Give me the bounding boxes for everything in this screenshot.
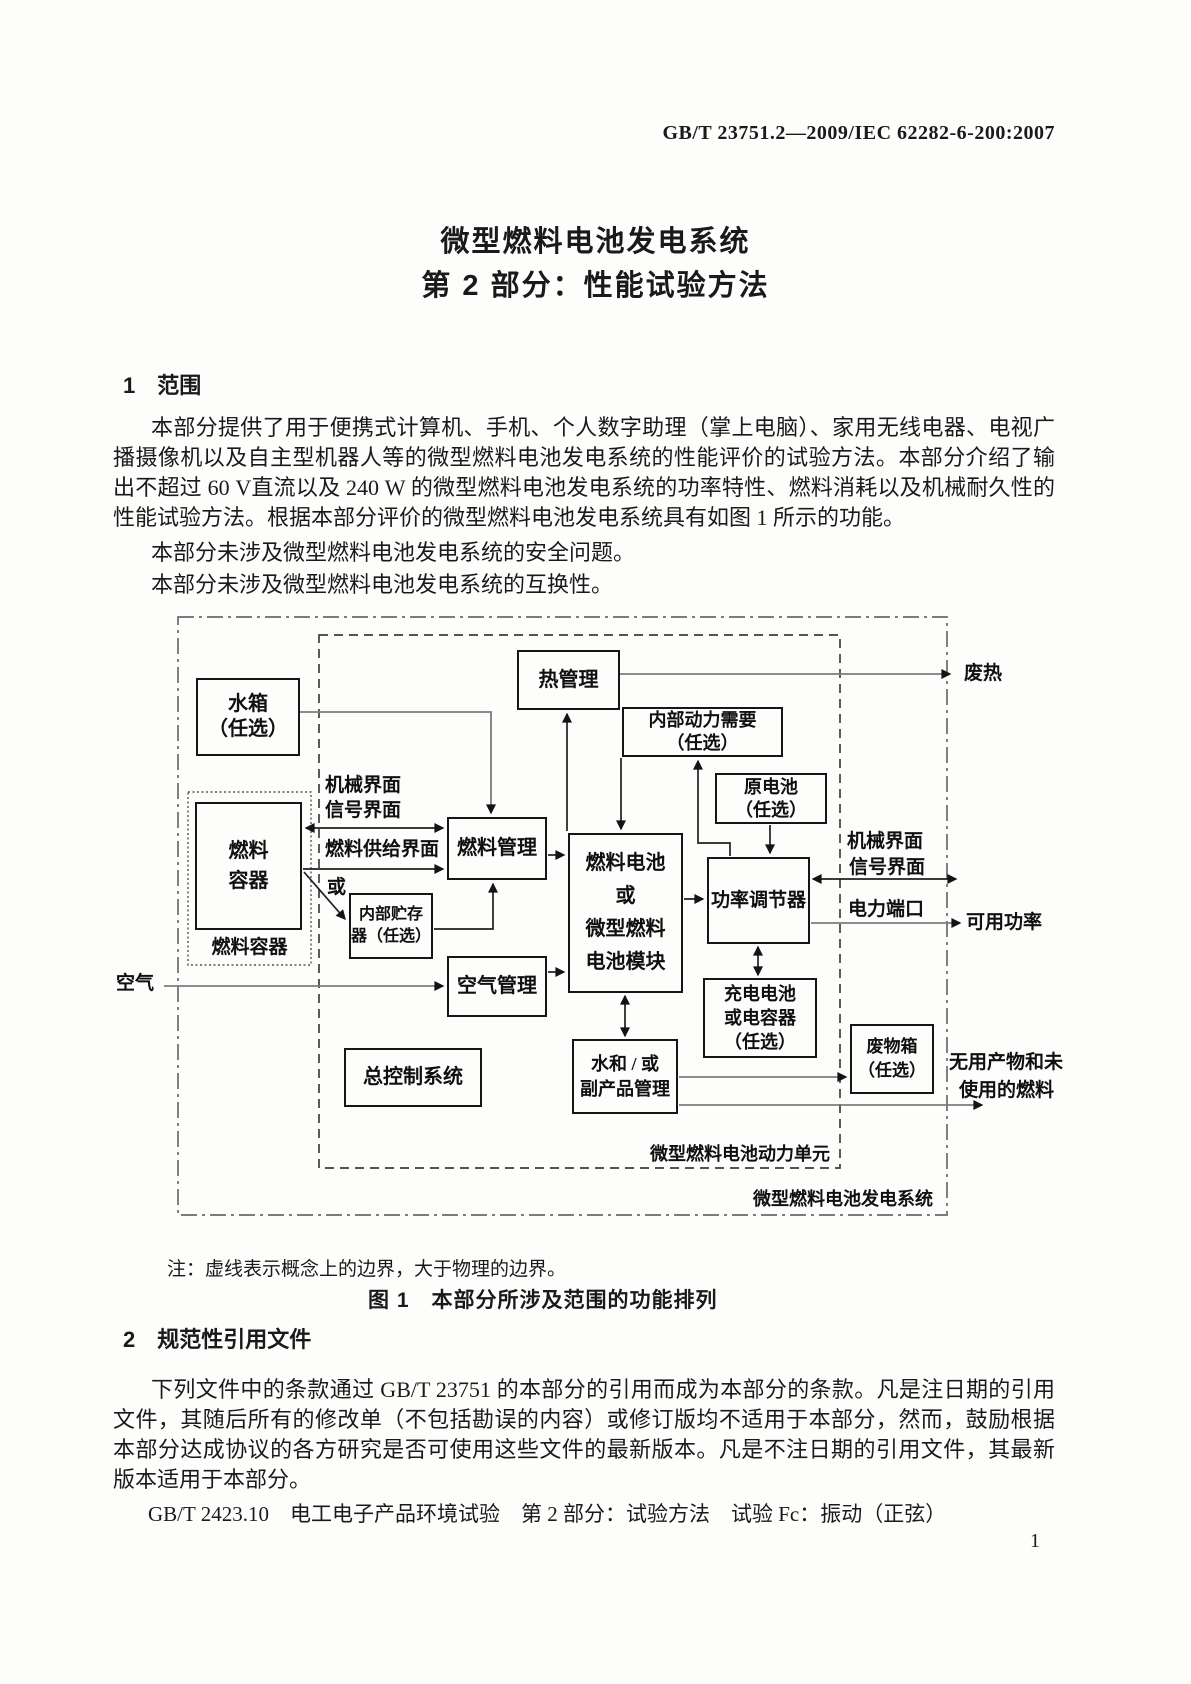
- connector-powercond-internalpower: [693, 759, 731, 856]
- label-mechanical-interface-left: 机械界面: [325, 775, 402, 796]
- document-title: 微型燃料电池发电系统 第 2 部分：性能试验方法: [0, 220, 1191, 308]
- figure-box-thermal-management: 热管理: [517, 650, 620, 710]
- system-boundary-border: [177, 616, 948, 1216]
- box-line: 内部动力需要: [648, 710, 757, 730]
- connector-watertank-fuelmgmt: [300, 711, 496, 815]
- figure-box-water-byproduct: 水和 / 或 副产品管理: [572, 1039, 678, 1114]
- label-fuel-supply-interface: 燃料供给界面: [325, 839, 440, 860]
- label-waste-heat: 废热: [964, 663, 1003, 684]
- box-line: 内部贮存: [358, 906, 423, 923]
- figure1-diagram-graphics: [164, 616, 984, 1216]
- section-1-paragraph-2: 本部分未涉及微型燃料电池发电系统的安全问题。: [151, 540, 636, 565]
- box-line: 原电池: [744, 776, 798, 797]
- box-line: 总控制系统: [363, 1066, 463, 1088]
- figure-box-primary-battery: 原电池 （任选）: [715, 773, 827, 824]
- connector-container-storage-diagonal: [303, 871, 346, 921]
- box-line: 燃料管理: [457, 837, 537, 859]
- box-line: （任选）: [724, 1032, 796, 1052]
- box-line: 热管理: [538, 668, 599, 691]
- power-unit-boundary-border: [318, 634, 841, 1169]
- label-mechanical-interface-right: 机械界面: [847, 831, 924, 852]
- label-unused-products-line2: 使用的燃料: [959, 1080, 1055, 1101]
- normative-reference-1: GB/T 2423.10 电工电子产品环境试验 第 2 部分：试验方法 试验 F…: [148, 1502, 947, 1526]
- box-line: 电池模块: [585, 951, 666, 973]
- section-2-heading: 2 规范性引用文件: [123, 1327, 312, 1352]
- label-or: 或: [327, 877, 347, 898]
- box-line: 水和 / 或: [590, 1053, 659, 1074]
- section-1-heading: 1 范围: [123, 373, 202, 398]
- box-line: （任选）: [735, 799, 807, 820]
- label-power-unit: 微型燃料电池动力单元: [650, 1144, 830, 1164]
- section-1-paragraph-3: 本部分未涉及微型燃料电池发电系统的互换性。: [151, 572, 614, 597]
- label-available-power: 可用功率: [966, 912, 1043, 933]
- box-line: （任选）: [666, 733, 739, 753]
- figure-box-waste-box: 废物箱 （任选）: [850, 1024, 934, 1094]
- label-fuel-container-group: 燃料容器: [211, 937, 288, 958]
- figure-box-fuel-management: 燃料管理: [447, 817, 547, 880]
- figure-box-fuel-container: 燃料 容器: [195, 802, 302, 930]
- box-line: 燃料电池: [585, 852, 666, 874]
- page-number: 1: [1030, 1530, 1040, 1552]
- box-line: 容器: [228, 870, 269, 892]
- fuel-container-group-border: [187, 791, 312, 966]
- figure-box-fuel-cell-module: 燃料电池 或 微型燃料 电池模块: [568, 833, 683, 993]
- box-line: 水箱: [228, 693, 268, 715]
- label-signal-interface-right: 信号界面: [849, 857, 926, 878]
- box-line: 副产品管理: [580, 1078, 670, 1099]
- figure-box-rechargeable-battery: 充电电池 或电容器 （任选）: [703, 978, 817, 1058]
- connector-storage-fuelmgmt: [434, 882, 498, 930]
- box-line: 充电电池: [724, 984, 796, 1004]
- box-line: 微型燃料: [585, 918, 666, 940]
- title-line-1: 微型燃料电池发电系统: [440, 226, 751, 258]
- label-power-port: 电力端口: [848, 899, 925, 920]
- label-signal-interface-left: 信号界面: [325, 800, 402, 821]
- figure-box-power-conditioner: 功率调节器: [707, 857, 810, 944]
- label-unused-products-line1: 无用产物和未: [949, 1052, 1064, 1073]
- section-2-paragraph-1: 下列文件中的条款通过 GB/T 23751 的本部分的引用而成为本部分的条款。凡…: [113, 1377, 1055, 1492]
- box-line: （任选）: [858, 1061, 926, 1080]
- box-line: 功率调节器: [710, 890, 806, 911]
- figure-box-control-system: 总控制系统: [344, 1048, 482, 1107]
- box-line: （任选）: [208, 718, 288, 740]
- figure-note: 注：虚线表示概念上的边界，大于物理的边界。: [167, 1259, 567, 1280]
- label-air: 空气: [116, 973, 155, 994]
- label-system: 微型燃料电池发电系统: [753, 1189, 933, 1209]
- box-line: 废物箱: [866, 1037, 918, 1056]
- box-line: 空气管理: [457, 975, 537, 997]
- box-line: 或: [615, 885, 636, 907]
- figure-box-air-management: 空气管理: [447, 956, 547, 1017]
- section-1-paragraph-1: 本部分提供了用于便携式计算机、手机、个人数字助理（掌上电脑）、家用无线电器、电视…: [113, 415, 1055, 530]
- figure-box-water-tank: 水箱 （任选）: [196, 678, 300, 756]
- box-line: 器（任选）: [351, 928, 432, 945]
- figure-box-internal-power-needs: 内部动力需要 （任选）: [622, 707, 783, 757]
- box-line: 或电容器: [724, 1008, 796, 1028]
- figure-box-internal-storage: 内部贮存 器（任选）: [349, 893, 433, 959]
- document-number: GB/T 23751.2—2009/IEC 62282-6-200:2007: [662, 122, 1055, 144]
- title-line-2: 第 2 部分：性能试验方法: [421, 270, 770, 302]
- figure-caption: 图 1 本部分所涉及范围的功能排列: [368, 1289, 718, 1312]
- box-line: 燃料: [228, 840, 269, 862]
